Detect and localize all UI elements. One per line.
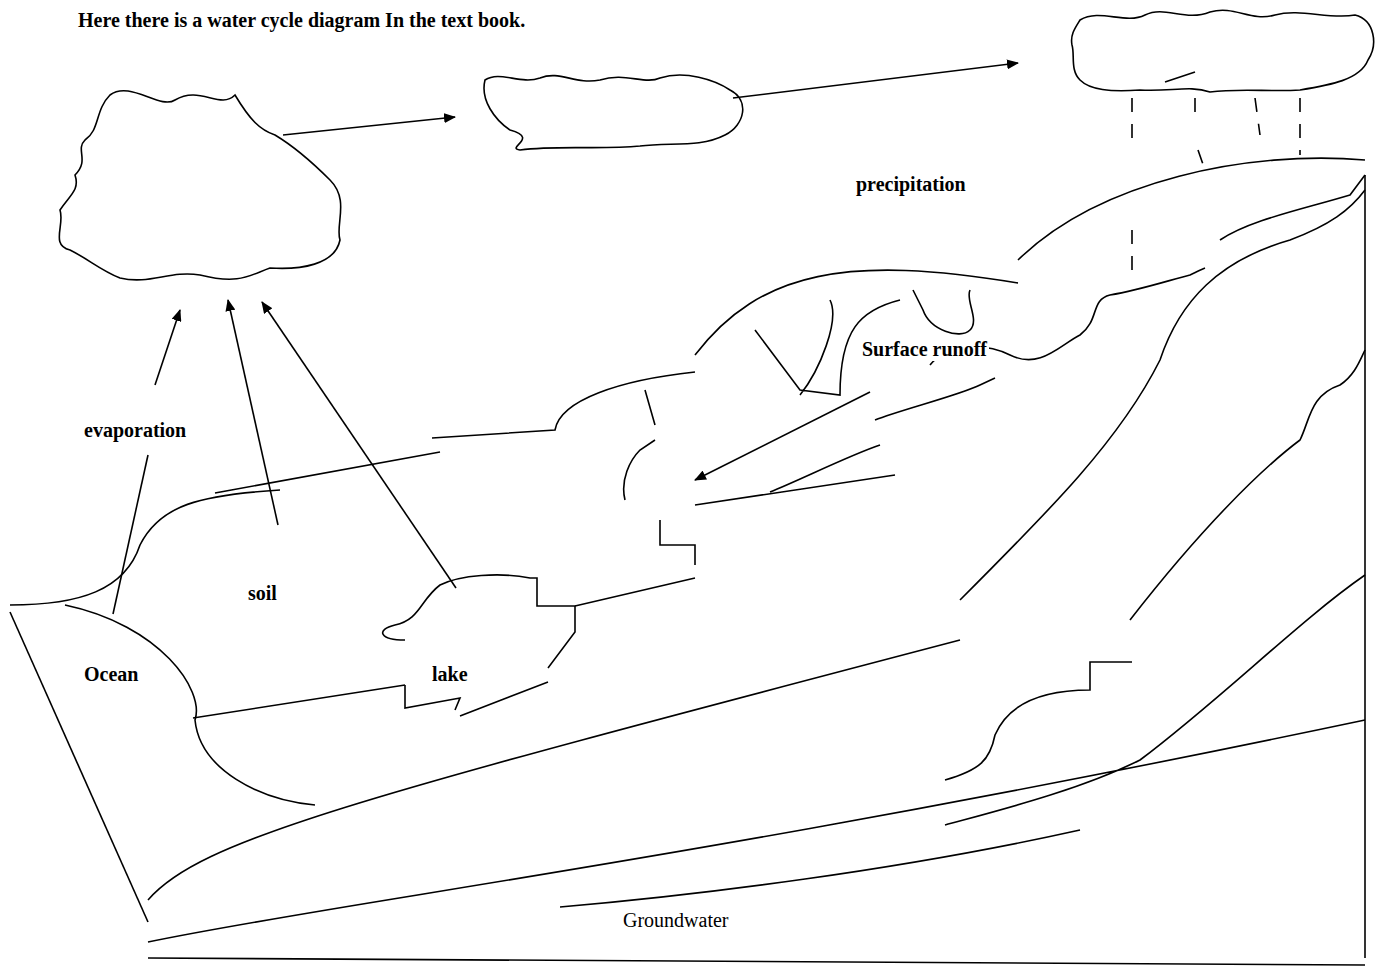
region-label: lake [430,662,470,686]
process-label: Surface runoff [860,337,989,361]
process-label: precipitation [854,172,968,196]
region-label: Groundwater [621,908,731,932]
cloud [59,91,341,280]
cloud [484,75,743,150]
region-label: soil [246,581,279,605]
lake-basin [383,575,575,716]
diagram-title: Here there is a water cycle diagram In t… [76,8,527,32]
cloud [1072,10,1374,92]
rain [1132,98,1300,280]
process-label: evaporation [82,418,188,442]
region-label: Ocean [82,662,140,686]
